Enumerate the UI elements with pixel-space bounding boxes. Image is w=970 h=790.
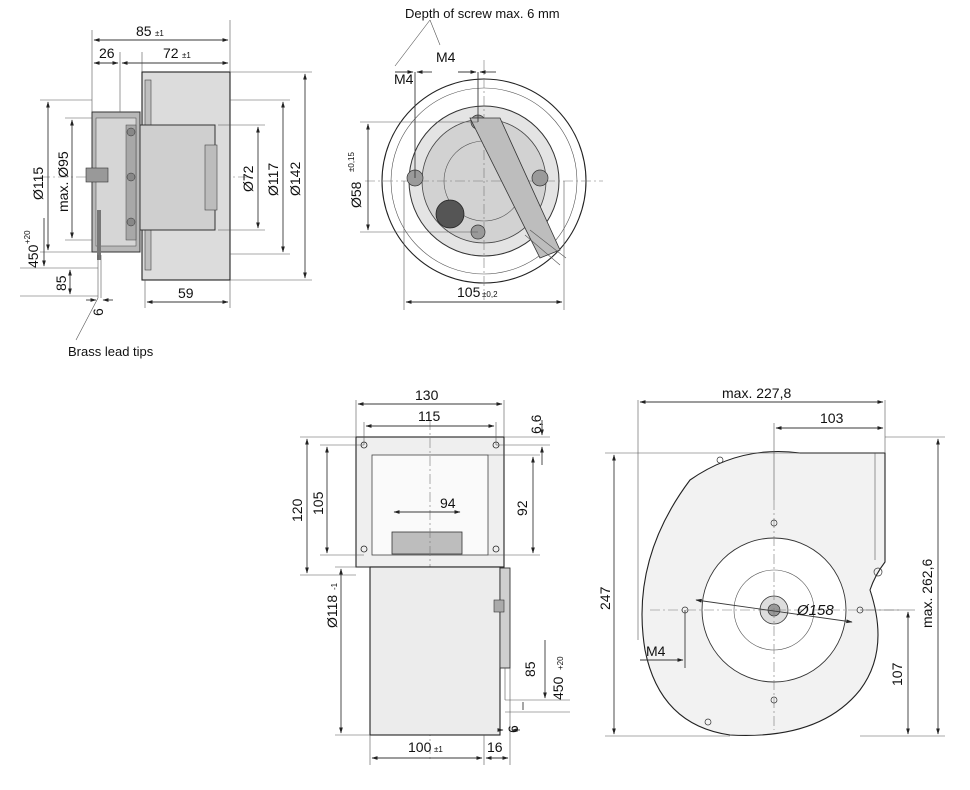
motor-side-labels: 85 ±1 26 72 ±1 Ø115 max. Ø95 Ø72 Ø117 Ø1… (23, 23, 303, 359)
dim-105: 105 (457, 284, 481, 300)
dim-117: Ø117 (265, 163, 281, 196)
dim-16: 16 (487, 739, 503, 755)
m4-label-c: M4 (646, 643, 666, 659)
dim-247: 247 (597, 586, 613, 610)
motor-front-view (360, 19, 603, 310)
dim-72-tol: ±1 (182, 51, 191, 60)
blower-front-view (605, 400, 945, 737)
dim-92: 92 (514, 500, 530, 516)
m4-label-a: M4 (394, 71, 414, 87)
dim-26: 26 (99, 45, 115, 61)
dim-450-tol: +20 (23, 230, 32, 244)
dim-58: Ø58 (348, 181, 364, 208)
dim-100-tol: ±1 (434, 745, 443, 754)
dim-158: Ø158 (796, 602, 834, 619)
dim-6: 6 (90, 308, 106, 316)
dim-85: 85 (136, 23, 152, 39)
dim-85b: 85 (53, 275, 69, 291)
brass-lead-note: Brass lead tips (68, 344, 154, 359)
blower-side-labels: 130 115 6,6 120 105 94 92 Ø118 -1 85 450… (289, 387, 566, 755)
dim-94: 94 (440, 495, 456, 511)
dim-6b: 6 (505, 725, 521, 733)
dim-450b-tol: +20 (556, 656, 565, 670)
dim-72b: Ø72 (240, 165, 256, 192)
dim-85c: 85 (522, 661, 538, 677)
dim-105-tol: ±0,2 (482, 290, 498, 299)
dim-115b: 115 (418, 408, 441, 424)
dim-130: 130 (415, 387, 439, 403)
dim-450: 450 (25, 244, 41, 268)
m4-label-b: M4 (436, 49, 456, 65)
dim-142: Ø142 (287, 162, 303, 196)
dim-59: 59 (178, 285, 194, 301)
dim-85-tol: ±1 (155, 29, 164, 38)
dim-6-6: 6,6 (528, 414, 544, 434)
dim-450b: 450 (550, 676, 566, 700)
blower-side-view (300, 400, 570, 765)
motor-front-labels: Depth of screw max. 6 mm M4 M4 Ø58 ±0,15… (347, 6, 560, 300)
motor-side-view (20, 20, 312, 341)
dim-227-8: max. 227,8 (722, 385, 791, 401)
dim-103: 103 (820, 410, 844, 426)
dim-262-6: max. 262,6 (919, 559, 935, 628)
dim-107: 107 (889, 662, 905, 686)
dim-115: Ø115 (30, 167, 46, 200)
dim-118-tol: -1 (330, 582, 339, 590)
dim-58-tol: ±0,15 (347, 151, 356, 172)
dim-95: max. Ø95 (55, 151, 71, 212)
dim-100: 100 (408, 739, 432, 755)
dim-72: 72 (163, 45, 179, 61)
dim-120: 120 (289, 498, 305, 522)
dim-118: Ø118 (324, 595, 340, 628)
dim-105b: 105 (310, 491, 326, 515)
screw-depth-note: Depth of screw max. 6 mm (405, 6, 560, 21)
blower-front-labels: max. 227,8 103 247 max. 262,6 Ø158 M4 10… (597, 385, 935, 686)
